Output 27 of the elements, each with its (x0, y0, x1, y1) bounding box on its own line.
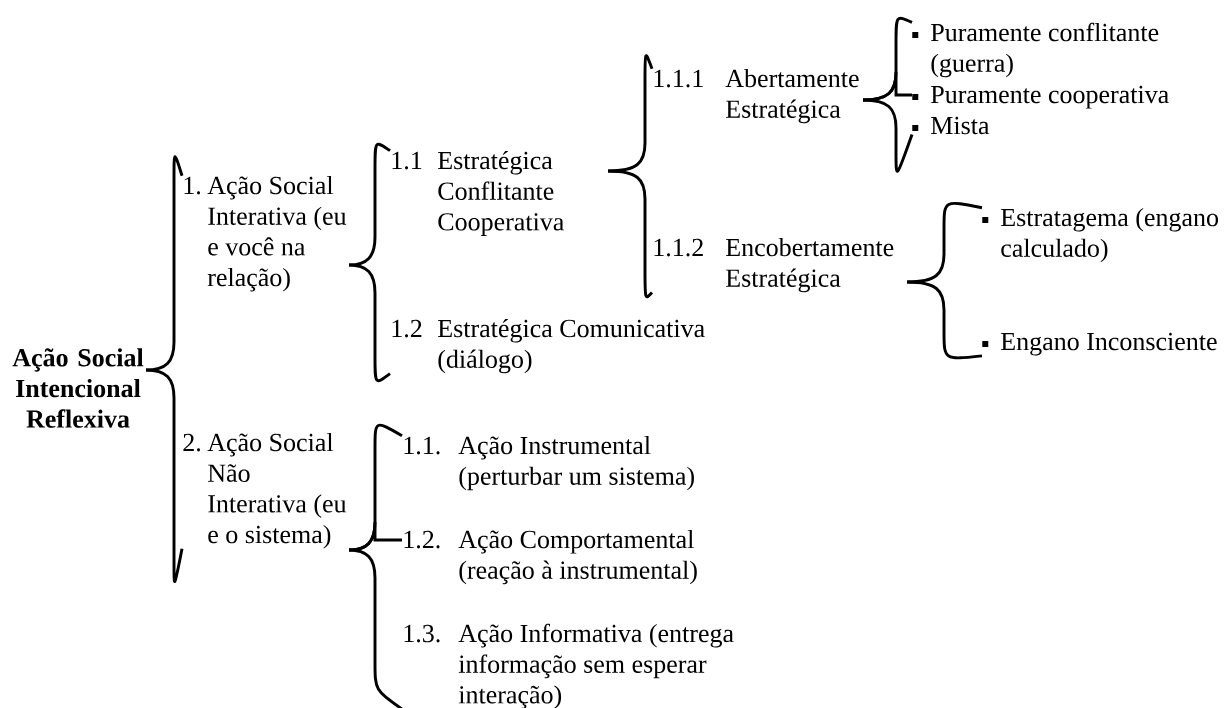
curly-brace (348, 263, 391, 382)
list-item: 2. Ação Social Não Interativa (eu e o sistema) (183, 433, 347, 549)
list-item: 1. Ação Social Interativa (eu e você na relação) (184, 176, 347, 292)
list-item: 1.2. Ação Comportamental (reação à instrumental) (404, 530, 697, 585)
list-item: 1.1. Ação Instrumental (perturbar um sistema) (404, 436, 694, 491)
curly-brace (607, 169, 654, 298)
curly-brace (348, 548, 403, 708)
curly-brace (348, 520, 402, 552)
root-label: Ação Social Intencional Reflexiva (12, 348, 144, 428)
curly-brace (862, 98, 914, 172)
list-item: 1.3. Ação Informativa (entrega informação sem esperar interação) (404, 623, 734, 708)
list-item: 1.2 Estratégica Comunicativa (diálogo) (392, 318, 705, 374)
bullet-item: Engano Inconsciente (982, 332, 1217, 356)
curly-brace (906, 280, 983, 360)
list-item: 1.1.1 Abertamente Estratégica (654, 69, 859, 124)
curly-brace (145, 156, 184, 372)
bullet-item: Mista (912, 116, 990, 135)
curly-brace (348, 142, 391, 267)
curly-brace (862, 70, 912, 102)
list-item: 1.1.2 Encobertamente Estratégica (654, 238, 894, 293)
bullet-item: Puramente cooperativa (912, 85, 1169, 109)
list-item: 1.1 Estratégica Conflitante Cooperativa (392, 150, 564, 236)
curly-brace (145, 368, 184, 582)
curly-brace (607, 54, 654, 173)
bullet-item: Puramente conflitante (guerra) (912, 22, 1159, 78)
bullet-item: Estratagema (engano calculado) (982, 208, 1218, 263)
curly-brace (906, 201, 983, 284)
